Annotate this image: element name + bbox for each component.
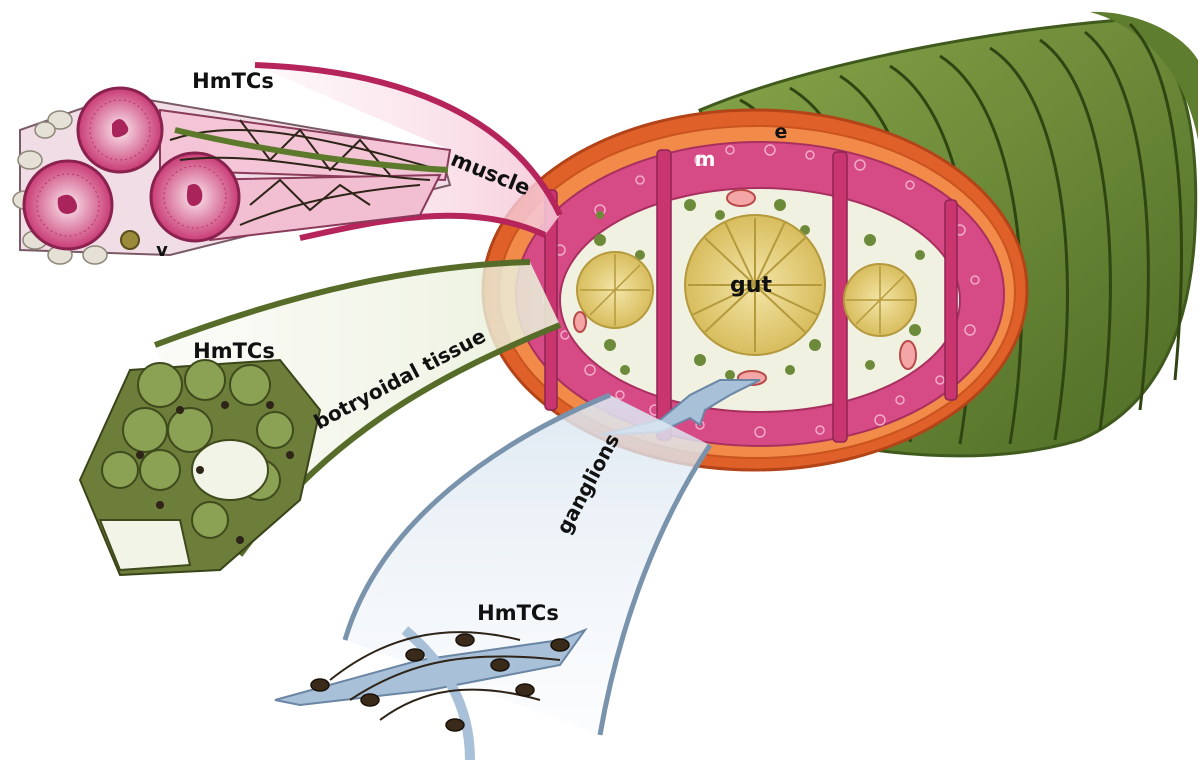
ganglion-section: [599, 379, 761, 436]
gut-label: gut: [730, 273, 772, 298]
hmtcs-label-muscle: HmTCs: [192, 69, 274, 93]
ganglion-cluster: [274, 626, 588, 761]
muscle-fiber: [149, 151, 241, 243]
m-label: m: [695, 147, 716, 171]
muscle-fiber: [22, 159, 114, 251]
cross-section: [481, 108, 1029, 472]
gut: [576, 214, 917, 356]
hmtcs-label-botryoidal: HmTCs: [193, 339, 275, 363]
muscle-fiber: [76, 86, 164, 174]
muscle-fiber-bundle: [12, 86, 452, 265]
v-label: v: [156, 240, 168, 261]
botryoidal-tissue-block: [78, 358, 322, 577]
muscle-cone: [255, 65, 560, 238]
hmtcs-label-ganglions: HmTCs: [477, 601, 559, 625]
e-label: e: [775, 121, 788, 143]
